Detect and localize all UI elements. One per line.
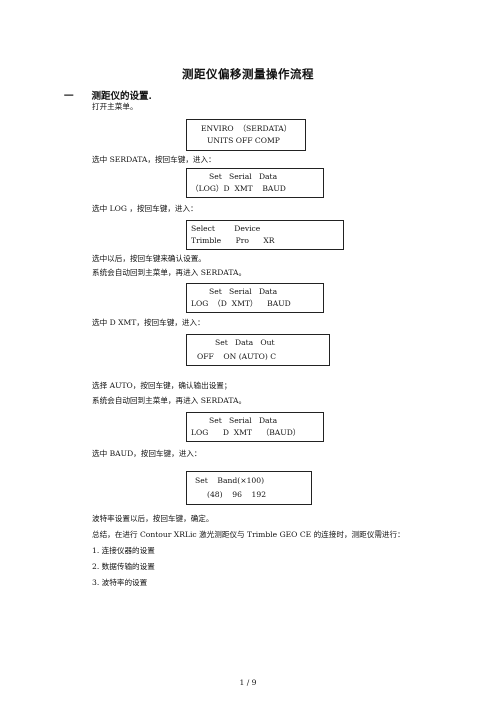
screen-box-enviro: ENVIRO （SERDATA） UNITS OFF COMP: [186, 119, 306, 151]
list-item: 1. 连接仪器的设置: [92, 546, 155, 555]
paragraph-select-serdata: 选中 SERDATA，按回车键，进入：: [92, 155, 216, 164]
paragraph-return-menu-2: 系统会自动回到主菜单，再进入 SERDATA。: [92, 396, 247, 405]
box-line: UNITS OFF COMP: [207, 136, 280, 145]
box-line: Set Data Out: [215, 338, 275, 347]
screen-box-serial-baud: Set Serial Data LOG D XMT （BAUD）: [186, 412, 324, 442]
section-heading: 一 测距仪的设置.: [64, 88, 152, 102]
box-line: （LOG）D XMT BAUD: [191, 184, 286, 193]
box-line: Set Serial Data: [209, 287, 278, 296]
box-line: Trimble Pro XR: [191, 236, 275, 245]
list-item: 3. 波特率的设置: [92, 578, 148, 587]
screen-box-baud-rate: Set Band(×100) (48) 96 192: [186, 471, 312, 505]
paragraph-select-dxmt: 选中 D XMT，按回车键，进入：: [92, 318, 205, 327]
box-line: Set Band(×100): [195, 476, 265, 485]
box-line: LOG D XMT （BAUD）: [191, 428, 301, 437]
paragraph-select-auto: 选择 AUTO，按回车键，确认输出设置；: [92, 381, 232, 390]
paragraph-select-log: 选中 LOG ，按回车键，进入：: [92, 204, 198, 213]
paragraph-confirm-setting: 选中以后，按回车键来确认设置。: [92, 254, 206, 263]
document-title: 测距仪偏移测量操作流程: [182, 67, 314, 81]
box-line: Set Serial Data: [209, 416, 278, 425]
box-line: Select Device: [191, 224, 261, 233]
box-line: OFF ON (AUTO) C: [197, 352, 277, 361]
box-line: Set Serial Data: [209, 172, 278, 181]
page-number: 1 / 9: [239, 678, 257, 687]
box-line: LOG （D XMT） BAUD: [191, 299, 291, 308]
box-line: (48) 96 192: [207, 490, 267, 499]
screen-box-serial-log: Set Serial Data （LOG）D XMT BAUD: [186, 168, 324, 198]
list-item: 2. 数据传输的设置: [92, 562, 155, 571]
paragraph-baud-confirm: 波特率设置以后，按回车键，确定。: [92, 514, 214, 523]
section-title: 测距仪的设置.: [91, 91, 152, 102]
section-number: 一: [64, 91, 74, 102]
screen-box-serial-dxmt: Set Serial Data LOG （D XMT） BAUD: [186, 283, 324, 313]
paragraph-select-baud: 选中 BAUD，按回车键，进入：: [92, 449, 202, 458]
box-line: ENVIRO （SERDATA）: [201, 124, 292, 133]
paragraph-open-menu: 打开主菜单。: [92, 102, 138, 111]
screen-box-data-out: Set Data Out OFF ON (AUTO) C: [186, 334, 330, 366]
screen-box-device: Select Device Trimble Pro XR: [186, 220, 344, 250]
paragraph-summary: 总结，在进行 Contour XRLic 激光测距仪与 Trimble GEO …: [92, 530, 405, 539]
paragraph-return-menu: 系统会自动回到主菜单，再进入 SERDATA。: [92, 268, 247, 277]
